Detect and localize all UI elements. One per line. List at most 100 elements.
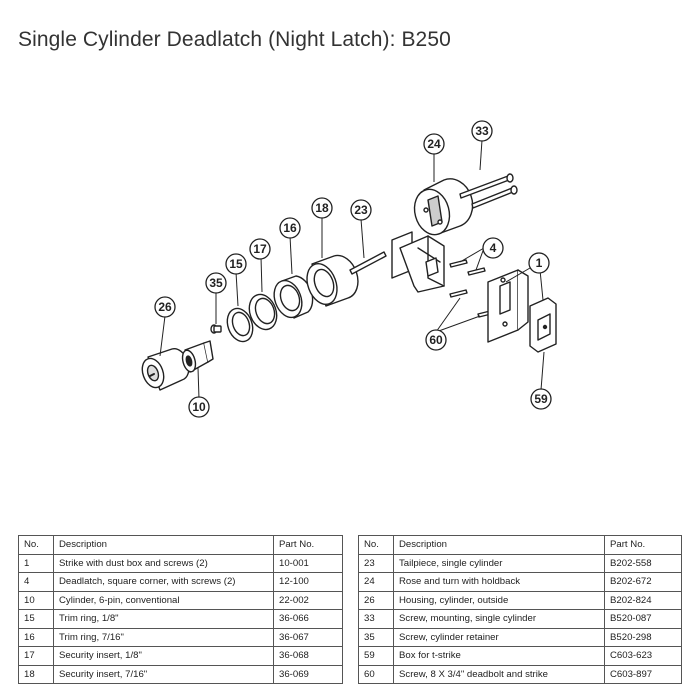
callout-24: 24 (423, 133, 445, 155)
cell-part-no: B520-087 (604, 609, 682, 629)
callout-16: 16 (279, 217, 301, 239)
cell-description: Rose and turn with holdback (393, 572, 605, 592)
cell-part-no: B202-824 (604, 590, 682, 610)
page-title: Single Cylinder Deadlatch (Night Latch):… (18, 28, 451, 52)
svg-text:17: 17 (253, 242, 267, 256)
part-cylinder (181, 340, 214, 373)
cell-no: 35 (358, 627, 394, 647)
cell-part-no: 12-100 (273, 572, 343, 592)
part-housing-cylinder (141, 348, 190, 391)
svg-text:23: 23 (354, 203, 368, 217)
cell-description: Screw, cylinder retainer (393, 627, 605, 647)
svg-text:26: 26 (158, 300, 172, 314)
callout-10: 10 (188, 396, 210, 418)
cell-part-no: 36-067 (273, 627, 343, 647)
part-deadlatch-screws (449, 259, 486, 276)
callout-35: 35 (205, 272, 227, 294)
callout-59: 59 (530, 388, 552, 410)
cell-no: 15 (18, 609, 54, 629)
cell-description: Cylinder, 6-pin, conventional (53, 590, 274, 610)
callout-23: 23 (350, 199, 372, 221)
cell-description: Housing, cylinder, outside (393, 590, 605, 610)
callout-33: 33 (471, 120, 493, 142)
cell-description: Strike with dust box and screws (2) (53, 553, 274, 573)
svg-text:10: 10 (192, 400, 206, 414)
column-header-part-no: Part No. (273, 535, 343, 555)
cell-no: 10 (18, 590, 54, 610)
callout-15: 15 (225, 253, 247, 275)
cell-description: Trim ring, 1/8" (53, 609, 274, 629)
column-header-no: No. (358, 535, 394, 555)
svg-text:60: 60 (429, 333, 443, 347)
svg-text:18: 18 (315, 201, 329, 215)
cell-no: 1 (18, 553, 54, 573)
part-retainer-screw (210, 324, 222, 334)
cell-no: 4 (18, 572, 54, 592)
cell-no: 23 (358, 553, 394, 573)
cell-part-no: 36-068 (273, 646, 343, 666)
svg-text:24: 24 (427, 137, 441, 151)
cell-no: 24 (358, 572, 394, 592)
part-security-insert-7-16 (306, 254, 359, 307)
cell-no: 18 (18, 664, 54, 684)
part-trim-ring-1-8 (226, 307, 254, 343)
svg-text:35: 35 (209, 276, 223, 290)
part-deadlatch (391, 231, 445, 293)
cell-description: Security insert, 7/16" (53, 664, 274, 684)
cell-description: Box for t-strike (393, 646, 605, 666)
callout-4: 4 (482, 237, 504, 259)
cell-part-no: C603-623 (604, 646, 682, 666)
part-security-insert-1-8 (248, 293, 278, 331)
cell-description: Trim ring, 7/16" (53, 627, 274, 647)
table-header-row: No. Description Part No. (358, 535, 682, 555)
cell-description: Screw, mounting, single cylinder (393, 609, 605, 629)
exploded-parts-diagram: 33 24 18 23 16 17 4 1 15 35 26 60 (141, 120, 557, 418)
cell-part-no: 22-002 (273, 590, 343, 610)
column-header-description: Description (393, 535, 605, 555)
cell-no: 33 (358, 609, 394, 629)
cell-part-no: 36-069 (273, 664, 343, 684)
cell-no: 17 (18, 646, 54, 666)
svg-text:59: 59 (534, 392, 548, 406)
cell-description: Screw, 8 X 3/4" deadbolt and strike (393, 664, 605, 684)
part-strike-plate (487, 269, 529, 343)
part-rose-and-turn (413, 178, 474, 236)
callout-18: 18 (311, 197, 333, 219)
column-header-description: Description (53, 535, 274, 555)
callout-17: 17 (249, 238, 271, 260)
cell-no: 59 (358, 646, 394, 666)
cell-part-no: B202-672 (604, 572, 682, 592)
callout-60: 60 (425, 329, 447, 351)
cell-description: Tailpiece, single cylinder (393, 553, 605, 573)
callout-26: 26 (154, 296, 176, 318)
cell-description: Security insert, 1/8" (53, 646, 274, 666)
leader-lines (159, 139, 545, 400)
svg-text:15: 15 (229, 257, 243, 271)
cell-no: 26 (358, 590, 394, 610)
part-tailpiece (349, 251, 387, 275)
cell-part-no: B202-558 (604, 553, 682, 573)
cell-part-no: 10-001 (273, 553, 343, 573)
svg-text:33: 33 (475, 124, 489, 138)
svg-text:16: 16 (283, 221, 297, 235)
cell-description: Deadlatch, square corner, with screws (2… (53, 572, 274, 592)
cell-part-no: C603-897 (604, 664, 682, 684)
cell-no: 16 (18, 627, 54, 647)
cell-part-no: 36-066 (273, 609, 343, 629)
column-header-no: No. (18, 535, 54, 555)
